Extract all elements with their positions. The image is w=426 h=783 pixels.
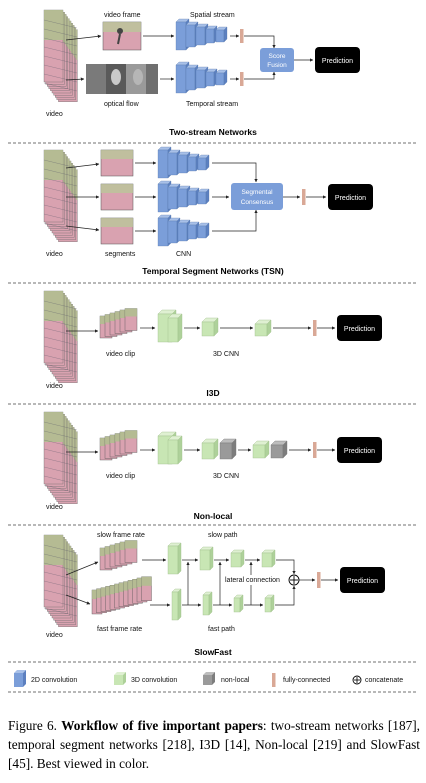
nonlocal-panel: video video clip 3D CNN	[8, 411, 418, 526]
cnn-2d-blocks	[157, 180, 210, 213]
slow-frame-rate-label: slow frame rate	[97, 532, 145, 539]
fully-connected-layer	[302, 189, 306, 205]
prediction-label: Prediction	[335, 195, 366, 202]
prediction-box	[315, 47, 360, 73]
cnn3d-label: 3D CNN	[213, 351, 239, 358]
fast-path-label: fast path	[208, 626, 235, 633]
panel-title: I3D	[206, 388, 219, 398]
conv3d-nonlocal-blocks	[157, 431, 288, 465]
segmental-consensus-box	[231, 183, 283, 210]
slowfast-panel: video slow frame rate fast frame rate sl…	[8, 532, 418, 663]
video-label: video	[46, 383, 63, 390]
video-strip	[43, 411, 78, 504]
slow-path-label: slow path	[208, 532, 238, 539]
temporal-stream-label: Temporal stream	[186, 101, 238, 108]
slow-clip-stack	[99, 540, 138, 571]
spatial-cnn-2d-blocks	[175, 18, 228, 51]
video-label: video	[46, 632, 63, 639]
optical-flow-label: optical flow	[104, 101, 140, 108]
legend: 2D convolution 3D convolution non-local …	[8, 670, 418, 693]
score-fusion-box	[260, 48, 294, 72]
cnn-2d-blocks	[157, 146, 210, 179]
prediction-label: Prediction	[322, 58, 353, 65]
fc-legend-swatch	[272, 673, 276, 687]
prediction-label: Prediction	[344, 326, 375, 333]
optical-flow-image	[86, 64, 106, 94]
panel-title: Two-stream Networks	[169, 127, 257, 137]
temporal-cnn-2d-blocks	[175, 61, 228, 94]
prediction-box	[337, 437, 382, 463]
workflow-figure: video video frame optical flow Spatial s…	[8, 9, 418, 693]
cnn-2d-blocks	[157, 214, 210, 247]
legend-fc-label: fully-connected	[283, 677, 330, 684]
fast-clip-stack	[91, 576, 152, 615]
figure-caption: Figure 6. Workflow of five important pap…	[8, 716, 420, 773]
video-strip	[43, 290, 78, 383]
fully-connected-layer	[313, 442, 317, 458]
prediction-box	[328, 184, 373, 210]
caption-prefix: Figure 6.	[8, 718, 62, 733]
score-fusion-line2: Fusion	[267, 62, 287, 69]
conv3d-blocks	[157, 309, 272, 343]
panel-title: Non-local	[194, 511, 233, 521]
video-clip-label: video clip	[106, 473, 135, 480]
fully-connected-layer	[313, 320, 317, 336]
fully-connected-layer	[240, 29, 244, 43]
video-frame-label: video frame	[104, 12, 141, 19]
video-label: video	[46, 111, 63, 118]
segments-label: segments	[105, 251, 136, 258]
fast-path-blocks	[171, 588, 275, 621]
video-label: video	[46, 504, 63, 511]
video-label: video	[46, 251, 63, 258]
lateral-connection-label: lateral connection	[225, 577, 280, 584]
video-clip-stack	[99, 430, 138, 461]
cnn3d-label: 3D CNN	[213, 473, 239, 480]
video-clip-label: video clip	[106, 351, 135, 358]
spatial-stream-label: Spatial stream	[190, 12, 235, 19]
nonlocal-legend-swatch	[203, 675, 212, 685]
caption-text: : two-stream networks [187], temporal se…	[8, 718, 421, 771]
legend-conv3d-label: 3D convolution	[131, 677, 177, 684]
two-stream-panel: video video frame optical flow Spatial s…	[8, 9, 418, 144]
legend-conv2d-label: 2D convolution	[31, 677, 77, 684]
video-strip	[43, 9, 78, 102]
panel-title: Temporal Segment Networks (TSN)	[142, 266, 284, 276]
prediction-box	[340, 567, 385, 593]
score-fusion-line1: Score	[269, 53, 286, 60]
consensus-line1: Segmental	[241, 189, 273, 196]
caption-bold: Workflow of five important papers	[61, 718, 263, 733]
fully-connected-layer	[317, 572, 321, 588]
prediction-box	[337, 315, 382, 341]
legend-concat-label: concatenate	[365, 677, 403, 684]
video-clip-stack	[99, 308, 138, 339]
video-strip	[43, 149, 78, 242]
consensus-line2: Consensus	[241, 199, 274, 206]
cnn-label: CNN	[176, 251, 191, 258]
fast-frame-rate-label: fast frame rate	[97, 626, 142, 633]
conv3d-legend-swatch	[114, 675, 123, 685]
video-strip	[43, 534, 78, 627]
tsn-panel: video segments CNN Segmental Consensus P…	[8, 146, 418, 284]
panel-title: SlowFast	[194, 647, 231, 657]
prediction-label: Prediction	[347, 578, 378, 585]
i3d-panel: video video clip 3D CNN Prediction I3D	[8, 290, 418, 405]
slow-path-blocks	[167, 542, 276, 575]
conv2d-legend-swatch	[14, 673, 23, 687]
prediction-label: Prediction	[344, 448, 375, 455]
fully-connected-layer	[240, 72, 244, 86]
legend-nonlocal-label: non-local	[221, 677, 250, 684]
